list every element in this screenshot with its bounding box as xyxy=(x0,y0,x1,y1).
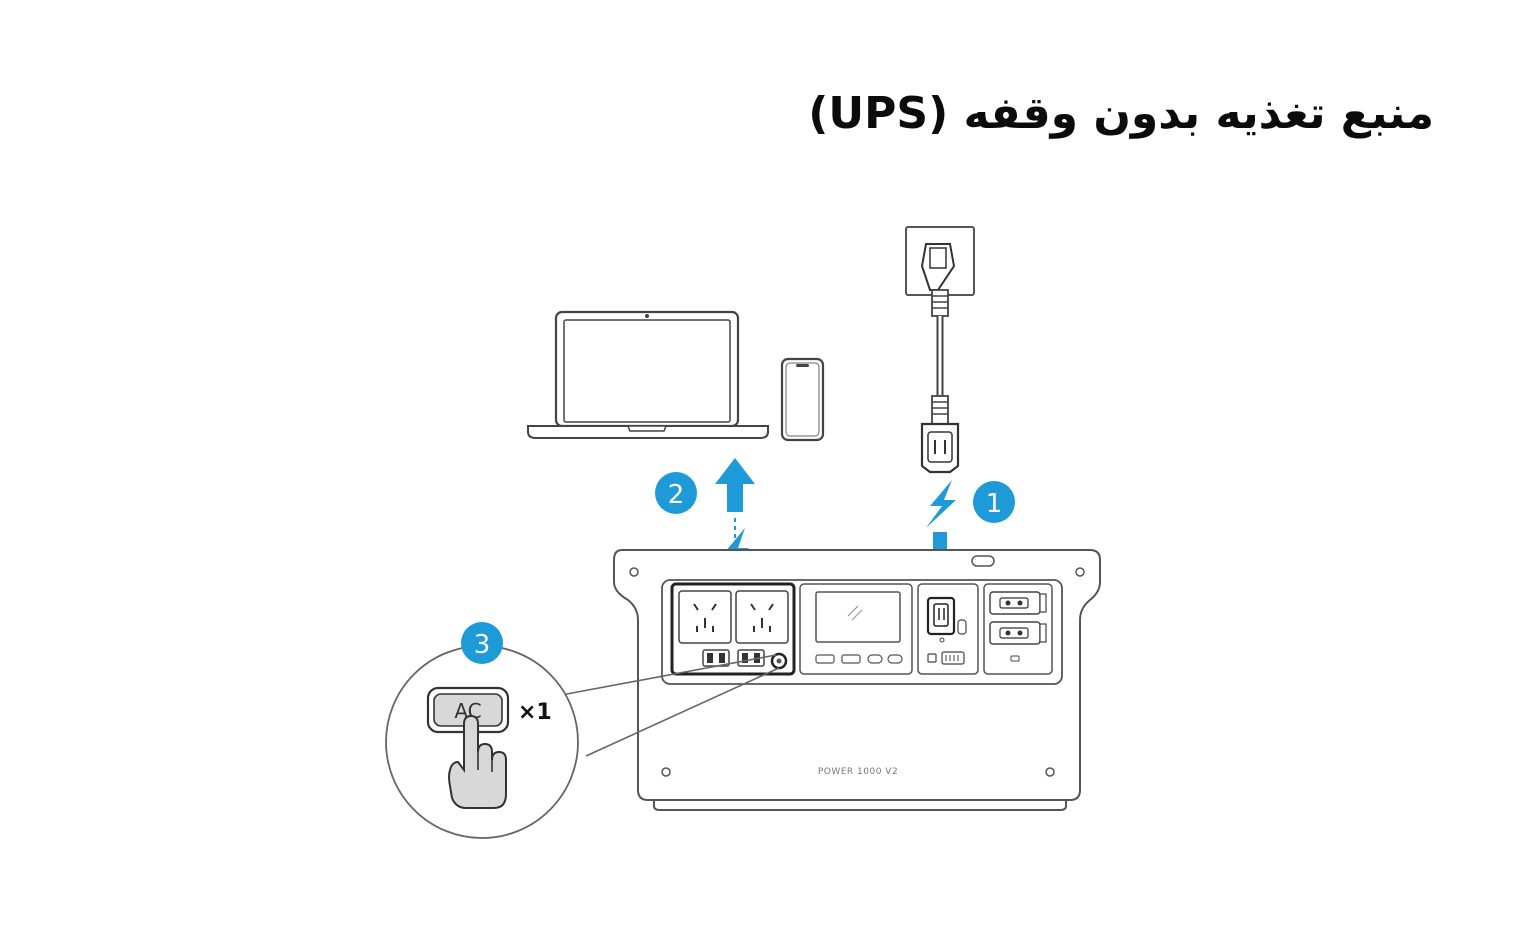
laptop-icon xyxy=(527,310,769,439)
device-model-label: POWER 1000 V2 xyxy=(818,767,898,777)
step-1-badge: 1 xyxy=(973,481,1015,523)
step-2-number: 2 xyxy=(668,480,685,510)
power-plug-icon xyxy=(920,289,960,474)
arrow-up-icon xyxy=(715,458,755,512)
page-title: منبع تغذیه بدون وقفه (UPS) xyxy=(808,88,1434,139)
ac-button-callout: AC ×1 xyxy=(385,645,780,839)
press-count: ×1 xyxy=(518,700,552,725)
step-3-badge: 3 xyxy=(461,622,503,664)
step-2-badge: 2 xyxy=(655,472,697,514)
lightning-icon xyxy=(926,480,956,528)
power-station: POWER 1000 V2 xyxy=(613,549,1101,811)
smartphone-icon xyxy=(780,357,825,442)
wall-socket-icon xyxy=(905,226,975,296)
finger-press-icon xyxy=(448,714,507,809)
step-1-number: 1 xyxy=(986,489,1003,519)
step-3-number: 3 xyxy=(474,630,491,660)
